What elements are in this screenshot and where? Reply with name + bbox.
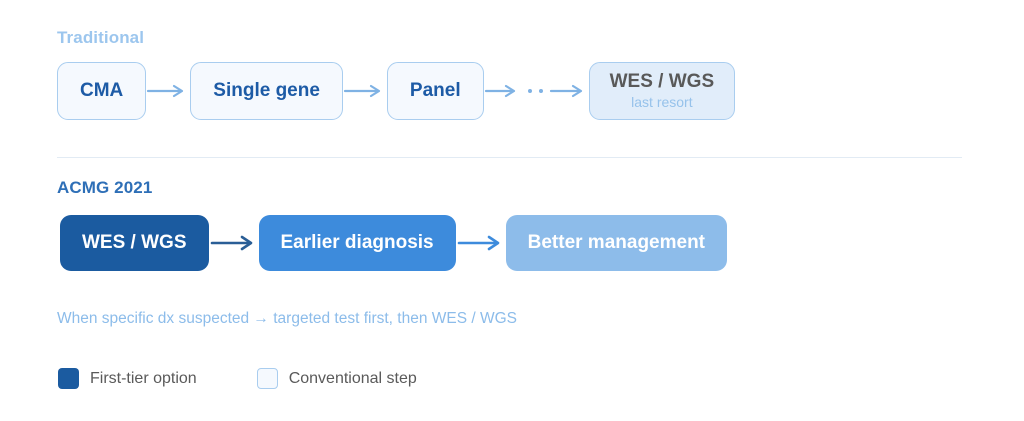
arrow-right-icon (209, 235, 259, 251)
flow-row-traditional: CMA Single gene Panel (57, 62, 736, 120)
arrow-right-icon (484, 84, 522, 98)
node-wes-wgs-first-tier[interactable]: WES / WGS (60, 215, 209, 271)
arrow-right-icon (549, 84, 589, 98)
arrow-right-icon (146, 84, 190, 98)
node-title: Earlier diagnosis (280, 232, 434, 253)
node-subtitle: last resort (631, 94, 693, 111)
node-title: CMA (80, 79, 124, 101)
arrow-right-icon (456, 235, 506, 251)
legend-swatch-hollow-icon (256, 368, 278, 389)
legend-swatch-solid-icon (58, 368, 79, 389)
legend: First-tier option Conventional step (58, 368, 417, 389)
node-wes-wgs-last-resort[interactable]: WES / WGS last resort (588, 62, 736, 120)
section-label-traditional: Traditional (57, 28, 145, 47)
node-title: WES / WGS (609, 71, 715, 93)
node-better-management[interactable]: Better management (505, 215, 728, 271)
legend-label: First-tier option (90, 369, 197, 387)
section-label-acmg: ACMG 2021 (57, 178, 153, 197)
section-divider (57, 157, 962, 158)
node-cma[interactable]: CMA (57, 62, 147, 120)
arrow-right-icon (343, 84, 387, 98)
node-panel[interactable]: Panel (386, 62, 484, 120)
node-earlier-diagnosis[interactable]: Earlier diagnosis (258, 215, 456, 271)
node-single-gene[interactable]: Single gene (190, 62, 343, 120)
node-title: Better management (527, 232, 706, 253)
ellipsis-icon (522, 89, 549, 93)
node-title: Single gene (213, 79, 320, 101)
legend-item-conventional: Conventional step (256, 368, 417, 389)
node-title: WES / WGS (82, 232, 187, 253)
flow-row-acmg: WES / WGS Earlier diagnosis Better manag… (60, 215, 728, 271)
legend-label: Conventional step (288, 369, 417, 387)
legend-item-first-tier: First-tier option (58, 368, 197, 389)
node-title: Panel (409, 79, 461, 101)
caption-text: When specific dx suspected → targeted te… (57, 310, 518, 327)
